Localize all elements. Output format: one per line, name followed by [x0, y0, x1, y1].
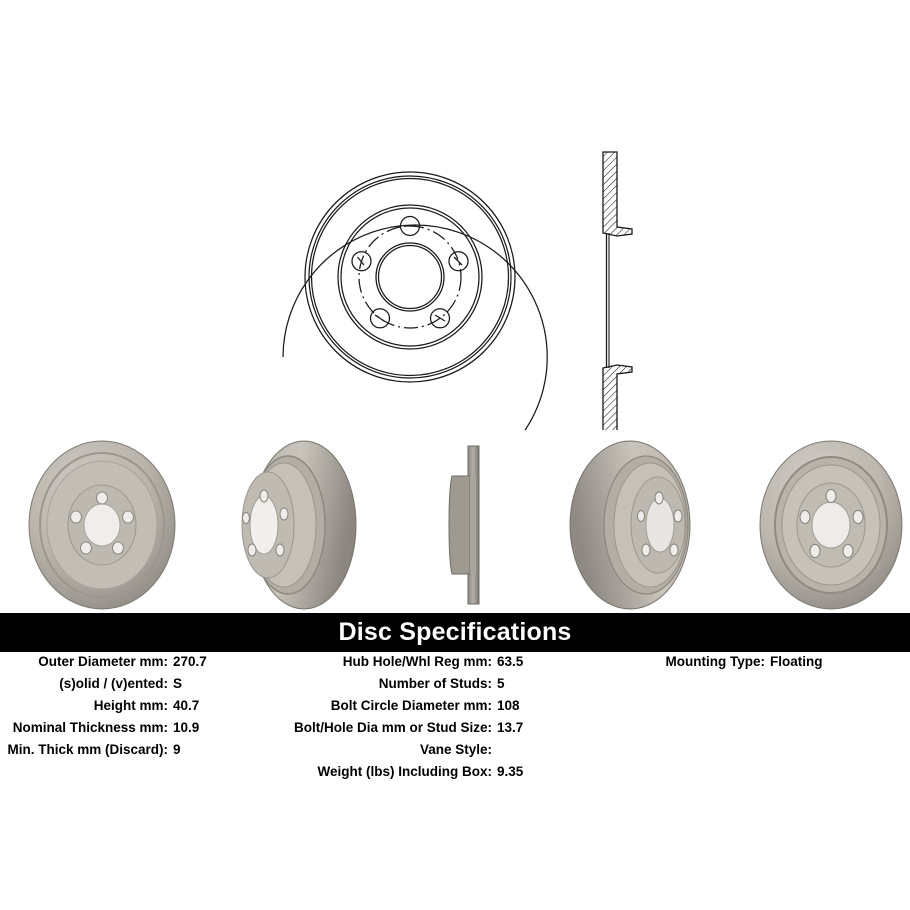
product-photo-strip	[0, 438, 910, 613]
spec-value: 40.7	[173, 698, 200, 713]
spec-row: Hub Hole/Whl Reg mm: 63.5	[200, 654, 620, 676]
spec-value: 5	[497, 676, 505, 691]
rotor-photo-hub-face[interactable]	[752, 438, 910, 613]
rotor-front-section-drawing	[282, 171, 548, 490]
rotor-photo-edge-on[interactable]	[432, 438, 502, 613]
spec-label: Vane Style:	[419, 742, 492, 757]
spec-row: Min. Thick mm (Discard): 9	[0, 742, 300, 764]
spec-value: 13.7	[497, 720, 524, 735]
spec-value: 63.5	[497, 654, 524, 669]
spec-row: Nominal Thickness mm: 10.9	[0, 720, 300, 742]
spec-label: Hub Hole/Whl Reg mm:	[342, 654, 492, 669]
spec-label: Height mm:	[93, 698, 168, 713]
spec-banner: Disc Specifications	[0, 613, 910, 652]
spec-value: 108	[497, 698, 520, 713]
spec-value: 10.9	[173, 720, 200, 735]
spec-column-1: Outer Diameter mm: 270.7 (s)olid / (v)en…	[0, 654, 300, 764]
spec-row: (s)olid / (v)ented: S	[0, 676, 300, 698]
rotor-photo-angled-left[interactable]	[222, 438, 382, 613]
spec-row: Weight (lbs) Including Box: 9.35	[200, 764, 620, 786]
spec-value: 270.7	[173, 654, 207, 669]
technical-drawing-svg	[282, 151, 633, 490]
spec-table: Outer Diameter mm: 270.7 (s)olid / (v)en…	[0, 654, 910, 794]
spec-column-3: Mounting Type: Floating	[620, 654, 910, 676]
spec-value: Floating	[770, 654, 823, 669]
spec-label: Min. Thick mm (Discard):	[7, 742, 168, 757]
spec-value: 9.35	[497, 764, 524, 779]
spec-label: (s)olid / (v)ented:	[59, 676, 168, 691]
spec-row: Outer Diameter mm: 270.7	[0, 654, 300, 676]
spec-row: Height mm: 40.7	[0, 698, 300, 720]
spec-row: Number of Studs: 5	[200, 676, 620, 698]
spec-label: Outer Diameter mm:	[38, 654, 168, 669]
spec-label: Mounting Type:	[665, 654, 765, 669]
spec-label: Weight (lbs) Including Box:	[317, 764, 493, 779]
spec-value: S	[173, 676, 183, 691]
spec-row: Bolt Circle Diameter mm: 108	[200, 698, 620, 720]
spec-row: Vane Style:	[200, 742, 620, 764]
spec-row: Bolt/Hole Dia mm or Stud Size: 13.7	[200, 720, 620, 742]
rotor-photo-angled-right[interactable]	[546, 438, 722, 613]
technical-drawing-area	[0, 130, 910, 490]
rotor-photo-front-face[interactable]	[14, 438, 190, 613]
spec-value: 9	[173, 742, 181, 757]
spec-label: Bolt/Hole Dia mm or Stud Size:	[293, 720, 492, 735]
spec-label: Nominal Thickness mm:	[12, 720, 168, 735]
spec-label: Number of Studs:	[378, 676, 492, 691]
spec-row: Mounting Type: Floating	[620, 654, 910, 676]
spec-label: Bolt Circle Diameter mm:	[330, 698, 492, 713]
rotor-cross-section-drawing	[602, 151, 633, 450]
spec-banner-title: Disc Specifications	[338, 618, 572, 646]
spec-column-2: Hub Hole/Whl Reg mm: 63.5 Number of Stud…	[200, 654, 620, 786]
